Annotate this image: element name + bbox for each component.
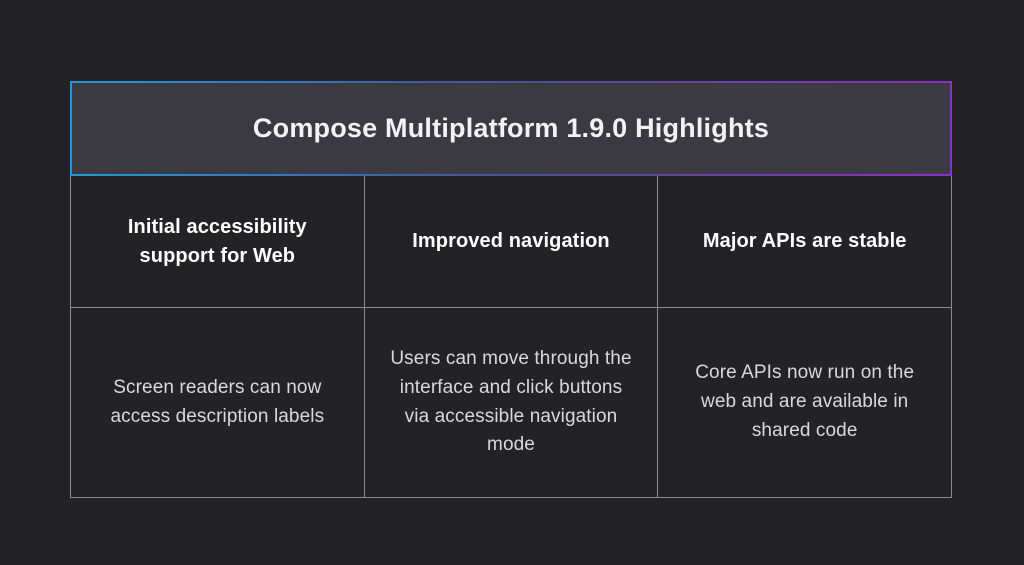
table-body-cell-apis: Core APIs now run on the web and are ava… — [658, 308, 951, 497]
highlights-table: Initial accessibility support for Web Im… — [70, 176, 952, 498]
table-header-cell-accessibility: Initial accessibility support for Web — [71, 176, 365, 307]
table-header-row: Initial accessibility support for Web Im… — [71, 176, 951, 308]
column-header-label: Major APIs are stable — [702, 230, 907, 252]
table-body-cell-accessibility: Screen readers can now access descriptio… — [71, 308, 365, 497]
table-body-cell-navigation: Users can move through the interface and… — [365, 308, 659, 497]
table-header-cell-apis: Major APIs are stable — [658, 176, 951, 307]
column-header-label: Initial accessibility support for Web — [127, 215, 307, 267]
column-body-text: Screen readers can now access descriptio… — [110, 376, 325, 427]
page-title: Compose Multiplatform 1.9.0 Highlights — [252, 113, 770, 144]
column-body-text: Users can move through the interface and… — [390, 347, 632, 456]
column-header-label: Improved navigation — [412, 230, 610, 252]
title-banner: Compose Multiplatform 1.9.0 Highlights — [70, 81, 952, 176]
table-header-cell-navigation: Improved navigation — [365, 176, 659, 307]
column-body-text: Core APIs now run on the web and are ava… — [695, 362, 915, 441]
table-body-row: Screen readers can now access descriptio… — [71, 308, 951, 497]
